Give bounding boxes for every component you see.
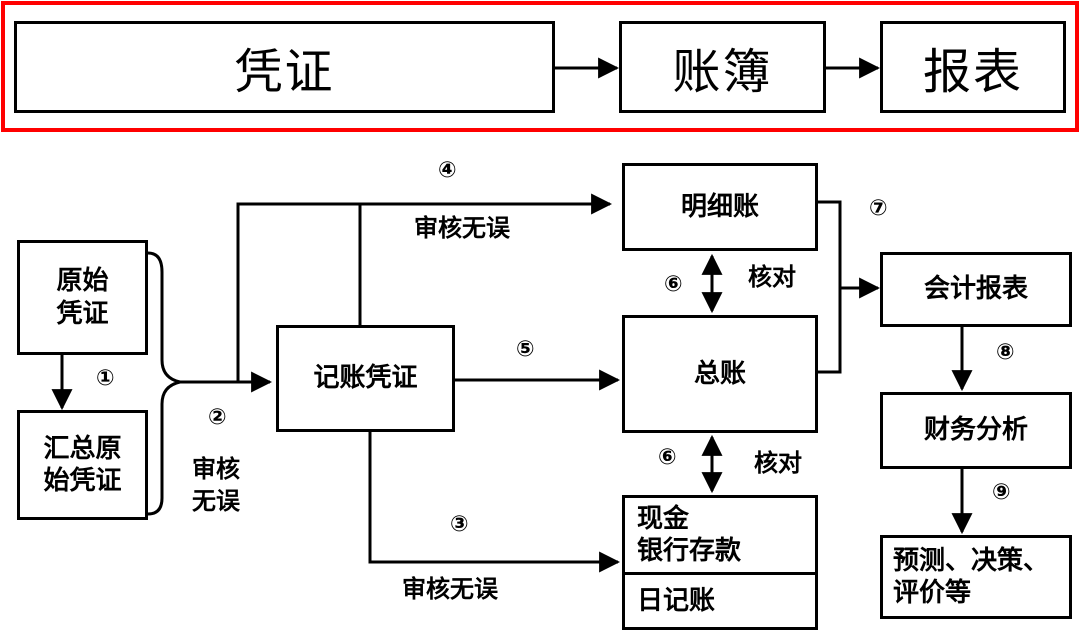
accounting-voucher-label: 记账凭证 [313, 363, 418, 394]
journal-label: 日记账 [637, 585, 716, 616]
label-step-9: ⑨ [992, 480, 1011, 505]
node-cash-bank: 现金 银行存款 [622, 495, 818, 575]
node-financial-analysis: 财务分析 [880, 392, 1072, 469]
label-step-2: ② [208, 405, 227, 430]
label-step-1: ① [96, 366, 115, 391]
label-audit-left: 审核 无误 [192, 455, 240, 516]
label-step-6-top: ⑥ [664, 272, 683, 297]
financial-report-label: 会计报表 [923, 274, 1028, 305]
node-general-ledger: 总账 [622, 315, 818, 433]
highlight-frame [1, 1, 1079, 132]
label-step-4: ④ [438, 158, 457, 183]
node-journal: 日记账 [622, 572, 818, 630]
node-summary-voucher: 汇总原 始凭证 [17, 410, 148, 520]
top-box-report: 报表 [880, 21, 1066, 113]
cash-bank-label: 现金 银行存款 [637, 503, 742, 567]
label-audit-top: 审核无误 [414, 214, 510, 242]
arrow-3 [368, 432, 621, 573]
arrow-4 [236, 193, 613, 382]
label-step-3: ③ [450, 512, 469, 537]
subsidiary-ledger-label: 明细账 [680, 191, 759, 222]
top-ledger-label: 账簿 [672, 44, 773, 100]
node-subsidiary-ledger: 明细账 [622, 163, 818, 251]
line-7-a [818, 200, 842, 374]
label-check-top: 核对 [748, 263, 796, 291]
top-voucher-label: 凭证 [234, 44, 335, 100]
label-step-8: ⑧ [996, 340, 1015, 365]
label-step-6-bottom: ⑥ [658, 445, 677, 470]
node-forecast: 预测、决策、 评价等 [880, 535, 1072, 619]
top-report-label: 报表 [922, 44, 1023, 100]
node-accounting-voucher: 记账凭证 [276, 325, 455, 432]
brace [147, 251, 181, 516]
node-financial-report: 会计报表 [880, 252, 1072, 327]
top-box-voucher: 凭证 [14, 21, 555, 113]
general-ledger-label: 总账 [693, 358, 746, 389]
label-audit-bottom: 审核无误 [402, 575, 498, 603]
label-check-bottom: 核对 [754, 449, 802, 477]
node-original-voucher: 原始 凭证 [17, 240, 148, 355]
financial-analysis-label: 财务分析 [923, 415, 1028, 446]
label-step-5: ⑤ [516, 337, 535, 362]
summary-voucher-label: 汇总原 始凭证 [43, 433, 122, 497]
forecast-label: 预测、决策、 评价等 [893, 545, 1050, 609]
label-step-7: ⑦ [869, 196, 888, 221]
original-voucher-label: 原始 凭证 [56, 266, 109, 329]
top-box-ledger: 账簿 [619, 21, 826, 113]
